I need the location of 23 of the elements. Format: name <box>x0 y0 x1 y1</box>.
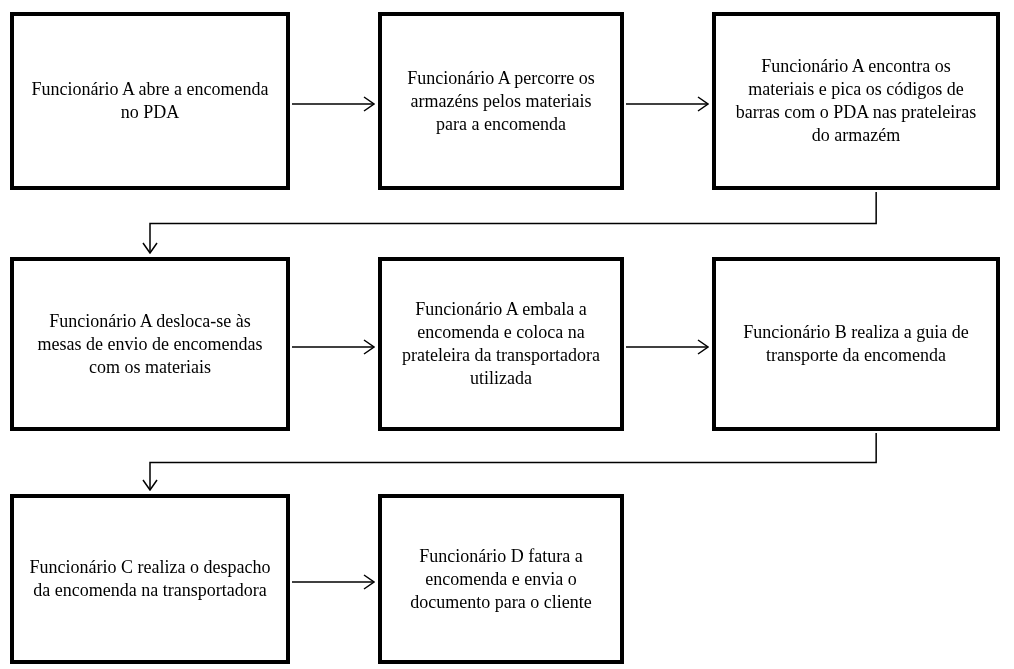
step-text: Funcionário A encontra os materiais e pica os códigos de barras com o PDA nas prateleiras do armazém <box>734 55 978 147</box>
arrow <box>291 96 375 112</box>
process-box <box>10 12 290 190</box>
process-box <box>378 494 624 664</box>
step-text: Funcionário A abre a encomenda no PDA <box>30 78 270 124</box>
process-box <box>10 494 290 664</box>
arrow <box>142 191 877 254</box>
arrow <box>291 339 375 355</box>
step-text: Funcionário A desloca-se às mesas de envio de encomendas com os materiais <box>36 309 264 379</box>
process-box <box>712 257 1000 431</box>
arrow <box>625 339 709 355</box>
step-text: Funcionário A embala a encomenda e coloca na prateleira da transportadora utilizada <box>401 298 601 390</box>
arrow <box>291 574 375 590</box>
step-text: Funcionário A percorre os armazéns pelos materiais para a encomenda <box>406 66 596 136</box>
process-box <box>378 12 624 190</box>
step-text: Funcionário C realiza o despacho da encomenda na transportadora <box>28 556 272 602</box>
process-box <box>712 12 1000 190</box>
arrow <box>142 432 877 491</box>
step-text: Funcionário D fatura a encomenda e envia o documento para o cliente <box>409 544 593 614</box>
process-box <box>10 257 290 431</box>
step-text: Funcionário B realiza a guia de transporte da encomenda <box>742 321 970 367</box>
arrow <box>625 96 709 112</box>
process-box <box>378 257 624 431</box>
